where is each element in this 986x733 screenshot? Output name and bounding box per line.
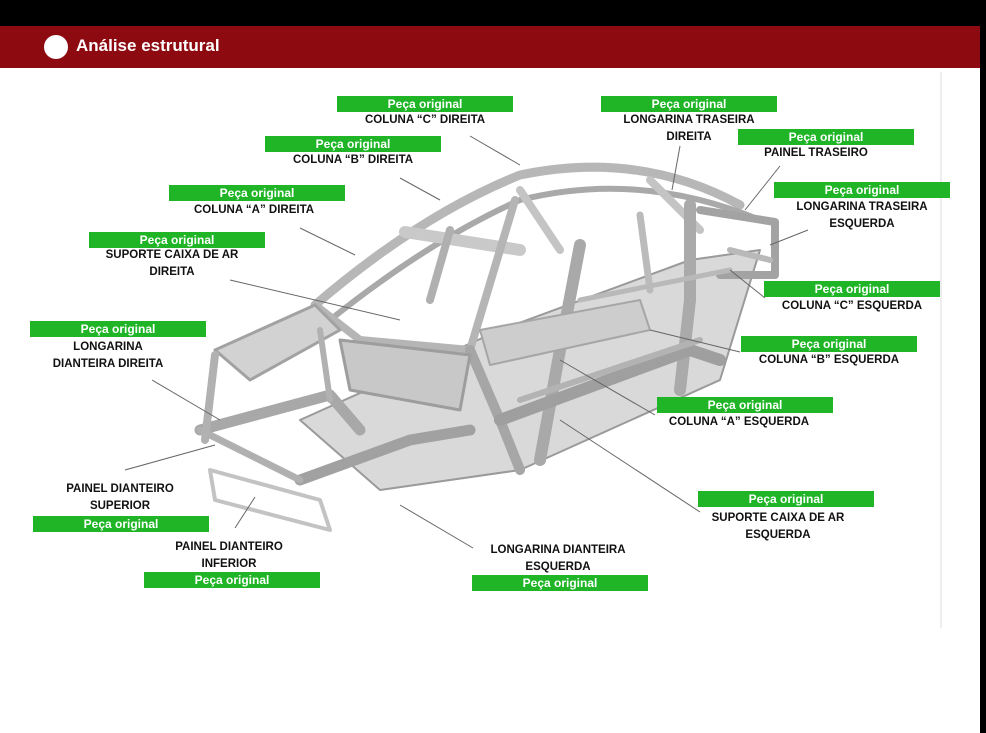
label-line: COLUNA “C” DIREITA — [364, 114, 486, 126]
label-line: ESQUERDA — [829, 218, 895, 230]
tag-coluna-a-direita: Peça original — [169, 185, 345, 201]
label-longarina-traseira-direita: LONGARINA TRASEIRA DIREITA — [601, 112, 777, 146]
label-line: INFERIOR — [201, 558, 257, 570]
label-line: LONGARINA TRASEIRA — [623, 114, 755, 126]
label-line: SUPORTE CAIXA DE AR — [105, 249, 239, 261]
label-suporte-caixa-ar-direita: SUPORTE CAIXA DE AR DIREITA — [84, 247, 260, 281]
label-coluna-c-direita: COLUNA “C” DIREITA — [337, 112, 513, 129]
label-longarina-traseira-esquerda: LONGARINA TRASEIRA ESQUERDA — [774, 199, 950, 233]
label-line: ESQUERDA — [745, 529, 811, 541]
label-line: COLUNA “C” ESQUERDA — [781, 300, 923, 312]
tag-longarina-traseira-esquerda: Peça original — [774, 182, 950, 198]
window-top-bar — [0, 0, 986, 26]
label-painel-dianteiro-inferior: PAINEL DIANTEIRO INFERIOR — [141, 539, 317, 573]
label-line: COLUNA “B” DIREITA — [292, 154, 414, 166]
label-line: PAINEL DIANTEIRO — [66, 483, 174, 495]
label-suporte-caixa-ar-esquerda: SUPORTE CAIXA DE AR ESQUERDA — [690, 510, 866, 544]
label-longarina-dianteira-esquerda: LONGARINA DIANTEIRA ESQUERDA — [470, 542, 646, 576]
label-line: LONGARINA TRASEIRA — [796, 201, 928, 213]
slide-title: Análise estrutural — [76, 36, 220, 55]
slide-header: Análise estrutural — [0, 26, 980, 68]
label-line: COLUNA “A” DIREITA — [193, 204, 315, 216]
tag-coluna-c-esquerda: Peça original — [764, 281, 940, 297]
label-line: LONGARINA DIANTEIRA — [490, 544, 626, 556]
label-line: DIANTEIRA DIREITA — [52, 358, 164, 370]
slide-edge-divider — [940, 72, 942, 628]
tag-longarina-dianteira-esquerda: Peça original — [472, 575, 648, 591]
label-coluna-b-esquerda: COLUNA “B” ESQUERDA — [741, 352, 917, 369]
label-painel-dianteiro-superior: PAINEL DIANTEIRO SUPERIOR — [32, 481, 208, 515]
label-painel-traseiro: PAINEL TRASEIRO — [728, 145, 904, 162]
tag-suporte-caixa-ar-direita: Peça original — [89, 232, 265, 248]
tag-longarina-traseira-direita: Peça original — [601, 96, 777, 112]
bullet-circle-icon — [44, 35, 68, 59]
tag-coluna-b-direita: Peça original — [265, 136, 441, 152]
label-line: SUPORTE CAIXA DE AR — [711, 512, 845, 524]
label-line: SUPERIOR — [89, 500, 151, 512]
tag-coluna-b-esquerda: Peça original — [741, 336, 917, 352]
tag-painel-dianteiro-superior: Peça original — [33, 516, 209, 532]
label-coluna-a-esquerda: COLUNA “A” ESQUERDA — [651, 414, 827, 431]
tag-suporte-caixa-ar-esquerda: Peça original — [698, 491, 874, 507]
label-line: COLUNA “B” ESQUERDA — [758, 354, 900, 366]
window-right-edge — [980, 0, 986, 733]
label-line: PAINEL DIANTEIRO — [175, 541, 283, 553]
label-line: DIREITA — [666, 131, 712, 143]
tag-painel-traseiro: Peça original — [738, 129, 914, 145]
label-longarina-dianteira-direita: LONGARINA DIANTEIRA DIREITA — [20, 339, 196, 373]
label-line: DIREITA — [149, 266, 195, 278]
label-line: PAINEL TRASEIRO — [764, 147, 868, 159]
tag-coluna-a-esquerda: Peça original — [657, 397, 833, 413]
label-line: COLUNA “A” ESQUERDA — [668, 416, 810, 428]
tag-longarina-dianteira-direita: Peça original — [30, 321, 206, 337]
label-coluna-b-direita: COLUNA “B” DIREITA — [265, 152, 441, 169]
label-line: ESQUERDA — [525, 561, 591, 573]
label-coluna-a-direita: COLUNA “A” DIREITA — [166, 202, 342, 219]
tag-coluna-c-direita: Peça original — [337, 96, 513, 112]
label-line: LONGARINA — [73, 341, 143, 353]
tag-painel-dianteiro-inferior: Peça original — [144, 572, 320, 588]
label-coluna-c-esquerda: COLUNA “C” ESQUERDA — [764, 298, 940, 315]
